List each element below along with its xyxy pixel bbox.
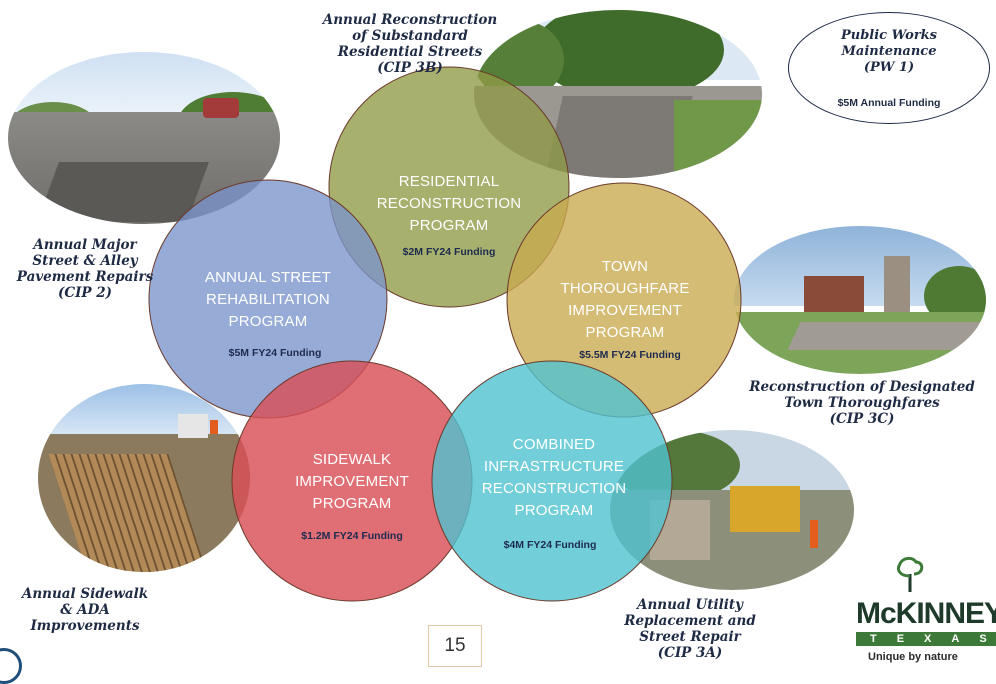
annual-street-program-title: ANNUAL STREET REHABILITATION PROGRAM [204,269,332,330]
page-number: 15 [428,625,482,667]
sidewalk-program-title: SIDEWALK IMPROVEMENT PROGRAM [295,451,409,512]
combined-program-title: COMBINED INFRASTRUCTURE RECONSTRUCTION P… [481,436,627,519]
caption-major-street-alley: Annual Major Street & Alley Pavement Rep… [16,237,154,301]
combined-funding: $4M FY24 Funding [503,539,597,551]
caption-sidewalk-ada: Annual Sidewalk & ADA Improvements [21,586,149,634]
caption-town-thoroughfares: Reconstruction of Designated Town Thorou… [749,379,975,427]
tree-icon [896,556,924,592]
caption-residential-streets: Annual Reconstruction of Substandard Res… [322,12,498,76]
sidewalk-funding: $1.2M FY24 Funding [301,530,403,542]
town-thoroughfare-funding: $5.5M FY24 Funding [579,349,681,361]
town-thoroughfare-program-title: TOWN THOROUGHFARE IMPROVEMENT PROGRAM [560,258,690,341]
public-works-maintenance-box: Public Works Maintenance (PW 1) $5M Annu… [788,12,990,124]
caption-utility-replacement: Annual Utility Replacement and Street Re… [624,597,756,661]
circle-residential [328,66,570,308]
logo-state: TEXAS [870,633,996,645]
logo-state-bar [856,632,996,646]
public-works-funding: $5M Annual Funding [837,97,941,109]
public-works-title: Public Works Maintenance (PW 1) [840,28,938,75]
circle-combined [431,360,673,602]
residential-program-title: RESIDENTIAL RECONSTRUCTION PROGRAM [376,173,522,234]
photo-town-thoroughfare [734,226,986,374]
annual-street-funding: $5M FY24 Funding [228,347,322,359]
logo-tagline: Unique by nature [868,651,958,663]
mckinney-logo: McKINNEY TEXAS Unique by nature [848,556,996,672]
residential-funding: $2M FY24 Funding [402,246,496,258]
logo-wordmark: McKINNEY [856,597,996,630]
